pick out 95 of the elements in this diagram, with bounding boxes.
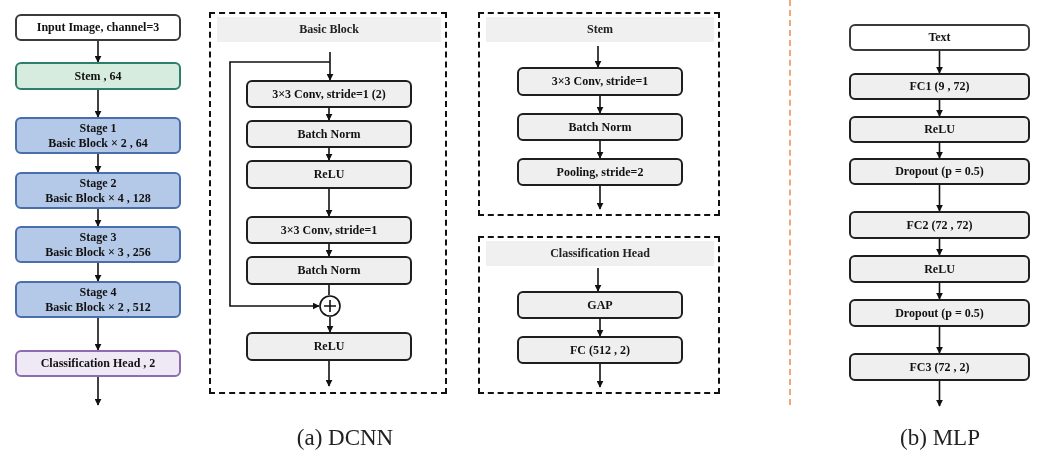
box-label: 3×3 Conv, stride=1 (2) — [272, 86, 386, 102]
process-box — [849, 255, 1030, 283]
box-label: 3×3 Conv, stride=1 — [280, 222, 378, 238]
arrow — [936, 380, 943, 407]
figure-caption: (b) MLP — [900, 425, 980, 451]
arrow — [326, 316, 334, 333]
box-label: FC (512 , 2) — [570, 342, 630, 358]
box-label: Basic Block × 4 , 128 — [45, 190, 151, 205]
process-box — [849, 24, 1030, 51]
process-box — [849, 353, 1030, 381]
process-box — [246, 256, 412, 285]
arrow — [936, 282, 943, 300]
process-box — [849, 211, 1030, 239]
process-box — [849, 116, 1030, 143]
arrow — [94, 376, 102, 406]
box-label: FC2 (72 , 72) — [906, 217, 973, 233]
arrow — [94, 262, 102, 282]
panel-title: Stem — [486, 17, 714, 42]
box-label: FC1 (9 , 72) — [909, 79, 970, 94]
process-box — [246, 80, 412, 108]
arrow — [936, 50, 943, 74]
arrow — [94, 208, 102, 227]
arrow — [325, 360, 333, 387]
box-label: ReLU — [924, 122, 955, 137]
process-box — [246, 120, 412, 148]
panel-title: Classification Head — [486, 241, 714, 266]
process-box — [517, 291, 683, 319]
arrow — [936, 142, 943, 159]
box-label: 3×3 Conv, stride=1 — [551, 74, 649, 89]
panel-title: Basic Block — [217, 17, 441, 42]
arrow — [325, 107, 333, 121]
box-label: Basic Block × 3 , 256 — [45, 244, 151, 259]
process-box — [15, 62, 181, 90]
box-label: Stem , 64 — [74, 68, 122, 84]
arrow — [94, 153, 102, 173]
process-box — [15, 14, 181, 41]
figure-caption: (a) DCNN — [296, 425, 394, 451]
box-label: ReLU — [924, 261, 955, 277]
box-label: Basic Block × 2 , 512 — [45, 299, 151, 314]
box-label: Pooling, stride=2 — [556, 164, 644, 180]
dashed-panel — [478, 12, 720, 216]
box-label: Stage 4 — [79, 285, 117, 300]
box-label: Dropout (p = 0.5) — [895, 305, 984, 321]
box-label: ReLU — [313, 339, 345, 354]
process-box — [517, 113, 683, 141]
dashed-panel — [478, 236, 720, 394]
arrow — [325, 243, 333, 257]
process-box — [849, 299, 1030, 327]
process-box — [15, 117, 181, 154]
box-label: Text — [928, 30, 951, 45]
box-label: Stage 1 — [79, 121, 117, 136]
process-box — [15, 350, 181, 377]
process-box — [849, 158, 1030, 185]
process-box — [246, 216, 412, 244]
arrow — [936, 326, 943, 354]
process-box — [15, 226, 181, 263]
arrow — [94, 89, 102, 118]
arrow — [596, 95, 604, 114]
arrow — [594, 267, 602, 292]
process-box — [246, 332, 412, 361]
box-label: Batch Norm — [297, 126, 361, 142]
dashed-panel — [209, 12, 447, 394]
arrow — [325, 147, 333, 161]
arrow — [936, 238, 943, 256]
process-box — [849, 73, 1030, 100]
box-label: ReLU — [313, 167, 345, 182]
process-box — [517, 336, 683, 364]
process-box — [517, 67, 683, 96]
box-label: GAP — [587, 297, 613, 313]
box-label: Classification Head , 2 — [40, 356, 156, 371]
box-label: Dropout (p = 0.5) — [895, 164, 984, 179]
arrow — [229, 61, 331, 310]
sum-circle — [319, 295, 341, 317]
arrow — [596, 185, 604, 210]
arrow — [936, 99, 943, 117]
box-label: Batch Norm — [568, 119, 632, 135]
box-label: Basic Block × 2 , 64 — [48, 135, 148, 150]
process-box — [517, 158, 683, 186]
process-box — [15, 172, 181, 209]
arrow — [596, 140, 604, 159]
box-label: Stage 3 — [79, 230, 117, 245]
box-label: Input Image, channel=3 — [36, 20, 160, 35]
process-box — [15, 281, 181, 318]
arrow — [94, 40, 102, 63]
arrow — [596, 363, 604, 388]
arrow — [596, 318, 604, 337]
process-box — [246, 160, 412, 189]
arrow — [594, 45, 602, 68]
box-label: FC3 (72 , 2) — [909, 359, 970, 375]
box-label: Batch Norm — [297, 263, 361, 278]
arrow — [325, 188, 333, 217]
arrow — [326, 51, 334, 81]
box-label: Stage 2 — [79, 176, 117, 191]
arrow — [936, 184, 943, 212]
arrow — [94, 317, 102, 351]
